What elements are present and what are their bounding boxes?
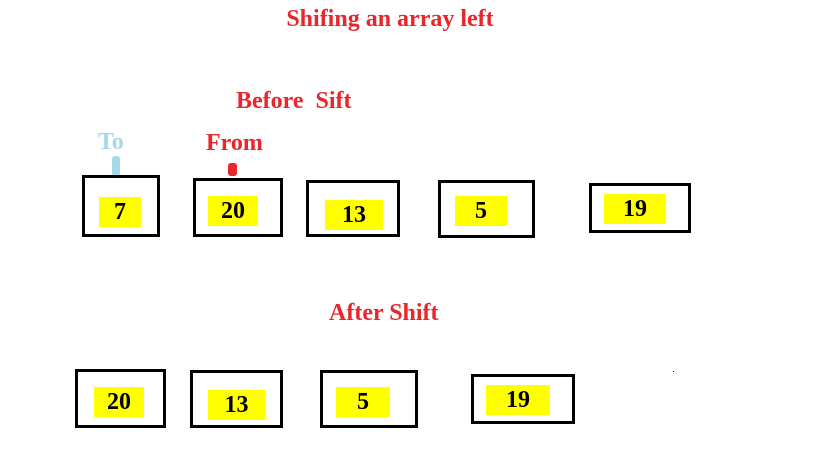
from-pointer-label: From xyxy=(206,130,263,156)
before-cell-0: 7 xyxy=(82,175,160,237)
before-heading: Before Sift xyxy=(236,88,352,114)
before-cell-value: 5 xyxy=(455,196,507,226)
after-cell-2: 5 xyxy=(320,370,418,428)
after-cell-value: 13 xyxy=(208,390,265,420)
after-cell-value: 5 xyxy=(336,387,390,417)
from-pointer-marker xyxy=(228,163,237,176)
before-cell-value: 13 xyxy=(325,200,383,230)
after-cell-value: 19 xyxy=(486,385,550,415)
stray-dot xyxy=(673,371,674,372)
before-cell-value: 7 xyxy=(99,197,141,227)
after-cell-3: 19 xyxy=(471,374,575,424)
to-pointer-label: To xyxy=(98,129,124,155)
before-cell-4: 19 xyxy=(589,183,691,233)
to-pointer-marker xyxy=(112,156,120,176)
before-cell-1: 20 xyxy=(193,178,283,237)
after-cell-value: 20 xyxy=(94,387,144,417)
after-cell-0: 20 xyxy=(75,369,166,428)
before-cell-value: 20 xyxy=(208,196,258,226)
before-cell-value: 19 xyxy=(604,194,666,224)
after-cell-1: 13 xyxy=(190,370,283,428)
diagram-title: Shifing an array left xyxy=(286,6,494,32)
before-cell-2: 13 xyxy=(306,180,400,237)
after-heading: After Shift xyxy=(329,300,439,326)
before-cell-3: 5 xyxy=(438,180,535,238)
